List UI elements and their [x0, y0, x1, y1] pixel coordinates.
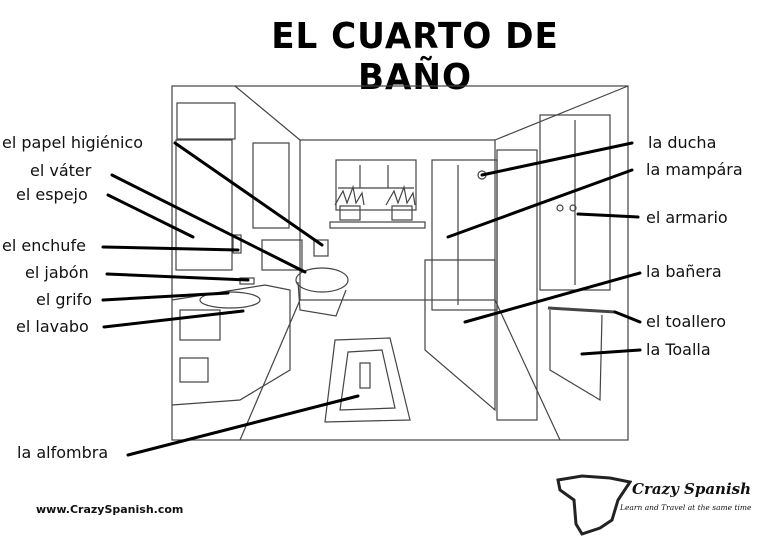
website-link[interactable]: www.CrazySpanish.com — [36, 503, 184, 516]
shelf — [329, 221, 426, 229]
page-title: EL CUARTO DE BAÑO — [271, 16, 559, 98]
sink — [199, 291, 261, 309]
tissue-box — [179, 309, 221, 341]
plant-pot — [339, 205, 361, 221]
label-toallero: el toallero — [646, 312, 726, 331]
label-lavabo: el lavabo — [16, 317, 89, 336]
label-grifo: el grifo — [36, 290, 92, 309]
label-banera: la bañera — [646, 262, 722, 281]
plant-pot — [391, 205, 413, 221]
label-ducha: la ducha — [648, 133, 717, 152]
label-toalla: la Toalla — [646, 340, 711, 359]
illustration-frame — [171, 85, 629, 441]
label-papel-higienico: el papel higiénico — [2, 133, 144, 152]
outlet — [232, 234, 242, 254]
label-mampara: la mampára — [646, 160, 743, 179]
towel-small — [179, 357, 209, 383]
logo-name: Crazy Spanish — [632, 480, 752, 498]
label-enchufe: el enchufe — [2, 236, 86, 255]
picture-frame — [252, 142, 290, 229]
window — [335, 159, 417, 211]
towel-rack — [547, 306, 616, 314]
towel — [549, 310, 603, 402]
toilet-seat — [295, 267, 349, 293]
toilet-tank — [261, 239, 303, 271]
label-alfombra: la alfombra — [17, 443, 109, 462]
label-espejo: el espejo — [16, 185, 88, 204]
bathtub — [424, 259, 496, 412]
label-jabon: el jabón — [25, 263, 89, 282]
leader-lines — [101, 141, 642, 457]
light-fixture — [176, 102, 236, 140]
wall-partition — [496, 149, 538, 421]
logo-tagline: Learn and Travel at the same time — [620, 503, 752, 512]
rug — [324, 337, 411, 423]
spain-map-icon — [556, 474, 632, 536]
shower-door — [431, 159, 498, 311]
label-armario: el armario — [646, 208, 728, 227]
mirror — [175, 139, 233, 271]
toilet-paper — [313, 239, 329, 257]
crazy-spanish-logo: Crazy Spanish Learn and Travel at the sa… — [552, 470, 768, 540]
label-vater: el váter — [30, 161, 92, 180]
